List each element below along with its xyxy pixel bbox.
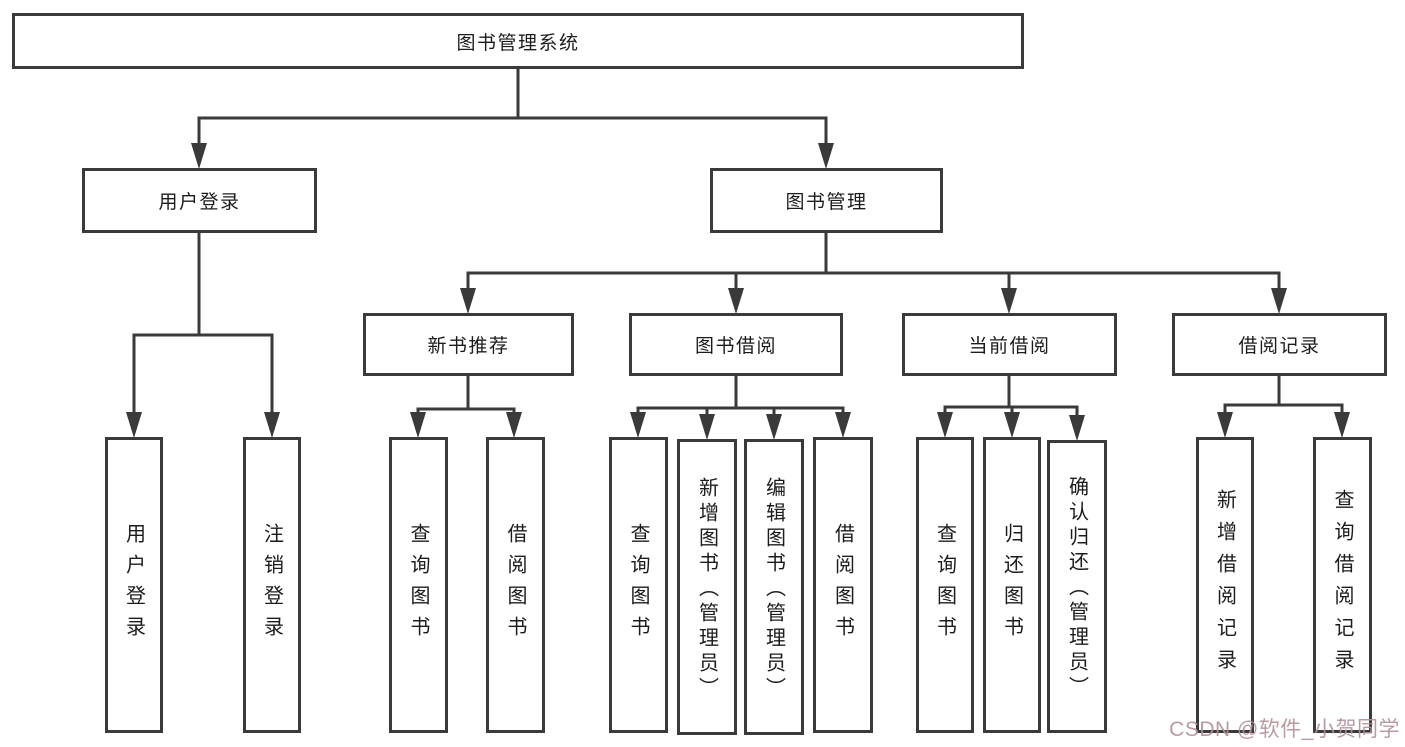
node-label: 用户登录 <box>158 192 241 213</box>
node-label: 图书管理 <box>785 192 868 213</box>
leaf-logout: 注销登录 <box>243 437 301 733</box>
leaf-query-book-recommend: 查询图书 <box>389 437 448 733</box>
node-label: 新书推荐 <box>427 336 510 357</box>
leaf-query-book-current: 查询图书 <box>916 437 974 733</box>
csdn-watermark: CSDN @软件_小贺同学 <box>1169 718 1400 741</box>
leaf-label: 注销登录 <box>260 523 283 647</box>
leaf-return-book: 归还图书 <box>983 437 1041 733</box>
node-label: 借阅记录 <box>1238 336 1321 357</box>
leaf-label: 借阅图书 <box>831 523 854 647</box>
node-label: 图书管理系统 <box>456 32 580 54</box>
leaf-label: 用户登录 <box>122 523 145 647</box>
leaf-label: 借阅图书 <box>504 523 526 647</box>
leaf-label: 新增借阅记录 <box>1213 489 1236 681</box>
leaf-query-borrow-record: 查询借阅记录 <box>1313 437 1372 733</box>
leaf-borrow-book: 借阅图书 <box>813 437 873 733</box>
leaf-label: 新增图书（管理员） <box>695 476 718 702</box>
node-book-borrow: 图书借阅 <box>629 313 843 376</box>
leaf-edit-book-admin: 编辑图书（管理员） <box>744 439 804 735</box>
leaf-add-book-admin: 新增图书（管理员） <box>677 439 737 735</box>
leaf-add-borrow-record: 新增借阅记录 <box>1196 437 1254 733</box>
leaf-label: 查询借阅记录 <box>1331 489 1353 681</box>
node-label: 图书借阅 <box>694 336 777 357</box>
arrowhead-icons <box>126 143 1350 441</box>
leaf-label: 查询图书 <box>407 523 429 647</box>
leaf-label: 查询图书 <box>627 523 649 647</box>
node-label: 当前借阅 <box>968 336 1051 357</box>
node-user-login: 用户登录 <box>82 168 317 233</box>
leaf-user-login: 用户登录 <box>105 437 163 733</box>
node-book-management: 图书管理 <box>710 168 943 233</box>
leaf-label: 归还图书 <box>1000 523 1023 647</box>
leaf-confirm-return-admin: 确认归还（管理员） <box>1047 440 1107 733</box>
leaf-label: 编辑图书（管理员） <box>762 476 785 702</box>
leaf-label: 确认归还（管理员） <box>1065 476 1088 701</box>
node-new-book-recommend: 新书推荐 <box>363 313 574 376</box>
node-root-system: 图书管理系统 <box>12 13 1024 69</box>
leaf-query-book-borrow: 查询图书 <box>609 437 668 733</box>
node-borrow-record: 借阅记录 <box>1172 313 1387 376</box>
leaf-borrow-book-recommend: 借阅图书 <box>486 437 545 733</box>
node-current-borrow: 当前借阅 <box>902 313 1117 376</box>
leaf-label: 查询图书 <box>933 523 956 647</box>
